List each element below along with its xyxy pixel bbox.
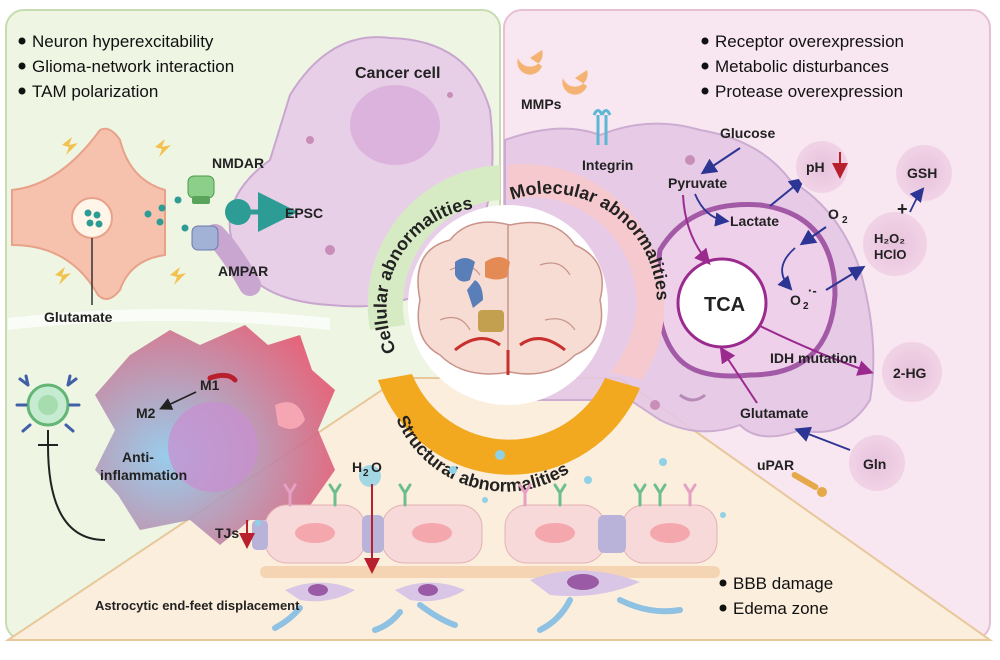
bbb-receptors <box>283 483 697 507</box>
superoxide-to-h2o2-arrow <box>825 265 866 291</box>
macrophage <box>95 325 335 545</box>
lactate-label: Lactate <box>730 213 779 229</box>
tjs-label: TJs <box>215 525 239 541</box>
immune-cell-icon <box>15 374 106 541</box>
neuron <box>11 127 166 305</box>
o2-subscript: 2 <box>842 215 848 226</box>
nmdar-receptor-icon <box>187 175 215 204</box>
panel-divider <box>8 309 330 330</box>
h2o-label-h: H <box>352 459 362 475</box>
cancer-cell-label: Cancer cell <box>355 65 440 82</box>
pyruvate-label: Pyruvate <box>668 175 727 191</box>
glutamate-label-right: Glutamate <box>740 405 809 421</box>
2hg-label: 2-HG <box>893 365 927 381</box>
h2o-label-sub: 2 <box>363 468 369 479</box>
epsc-receptor-icon <box>225 192 298 232</box>
integrin-label: Integrin <box>582 157 633 173</box>
superoxide-superscript: ·- <box>808 283 817 298</box>
superoxide-label: O <box>790 292 801 308</box>
anti-inflammation-label-1: Anti- <box>122 449 154 465</box>
molecular-bullets: Receptor overexpression Metabolic distur… <box>701 32 904 101</box>
ampar-receptor-icon <box>191 225 219 251</box>
epsc-label: EPSC <box>285 205 323 221</box>
idh-mutation-label: IDH mutation <box>770 350 857 366</box>
ph-bubble <box>796 141 848 193</box>
h2o2-bubble <box>863 212 927 276</box>
plus-sign: + <box>897 199 908 219</box>
upar-label: uPAR <box>757 457 794 473</box>
h2o2-label: H₂O₂ <box>874 231 905 246</box>
integrin-icon <box>592 109 612 145</box>
upar-icon <box>791 472 827 497</box>
h2o-label-o: O <box>371 459 382 475</box>
glucose-to-pyruvate-arrow <box>700 147 741 175</box>
o2-arrow <box>799 226 827 246</box>
mitochondrion <box>655 202 838 379</box>
structural-bullets: BBB damage Edema zone <box>719 574 833 618</box>
cellular-bullet: Neuron hyperexcitability <box>32 32 214 51</box>
m1-label: M1 <box>200 377 220 393</box>
molecular-bullet: Receptor overexpression <box>715 32 904 51</box>
gln-label: Gln <box>863 456 886 472</box>
gln-bubble <box>849 435 905 491</box>
molecular-bullet: Protease overexpression <box>715 82 903 101</box>
hclo-label: HClO <box>874 247 907 262</box>
o2-label: O <box>828 206 839 222</box>
lightning-icons <box>55 137 186 285</box>
nmdar-label: NMDAR <box>212 155 264 171</box>
structural-bullet: BBB damage <box>733 574 833 593</box>
gln-to-glutamate-arrow <box>794 426 851 451</box>
pyruvate-to-lactate-arrow <box>694 193 730 227</box>
cellular-bullets: Neuron hyperexcitability Glioma-network … <box>18 32 234 101</box>
ampar-label: AMPAR <box>218 263 268 279</box>
o2-to-superoxide-arrow <box>777 247 796 291</box>
water-droplets <box>255 450 726 526</box>
center-rings <box>367 164 665 475</box>
synaptic-vesicles <box>144 196 189 232</box>
2hg-bubble <box>882 342 942 402</box>
glutamate-label-left: Glutamate <box>44 309 113 325</box>
ph-label: pH <box>806 159 825 175</box>
brain-icon <box>408 205 608 405</box>
cellular-ring <box>367 165 500 330</box>
astrocyte-end-feet <box>272 570 683 633</box>
molecular-bullet: Metabolic disturbances <box>715 57 889 76</box>
astrocytic-label: Astrocytic end-feet displacement <box>95 598 300 613</box>
gsh-label: GSH <box>907 165 937 181</box>
molecular-ring <box>508 164 665 380</box>
cellular-bullet: TAM polarization <box>32 82 158 101</box>
pyruvate-to-tca-arrow <box>682 194 711 266</box>
mmps-label: MMPs <box>521 96 562 112</box>
glucose-label: Glucose <box>720 125 775 141</box>
gsh-bubble <box>896 145 952 201</box>
tca-label: TCA <box>704 294 745 316</box>
mmp-icons <box>517 50 588 95</box>
cellular-bullet: Glioma-network interaction <box>32 57 234 76</box>
anti-inflammation-label-2: inflammation <box>100 467 187 483</box>
structural-ring <box>378 374 640 475</box>
idh-arrow <box>759 325 874 376</box>
to-gsh-arrow <box>909 187 925 213</box>
glutamate-to-tca-arrow <box>719 346 758 404</box>
lactate-to-ph-arrow <box>769 177 806 207</box>
structural-bullet: Edema zone <box>733 599 828 618</box>
superoxide-subscript: 2 <box>803 301 809 312</box>
m2-label: M2 <box>136 405 156 421</box>
